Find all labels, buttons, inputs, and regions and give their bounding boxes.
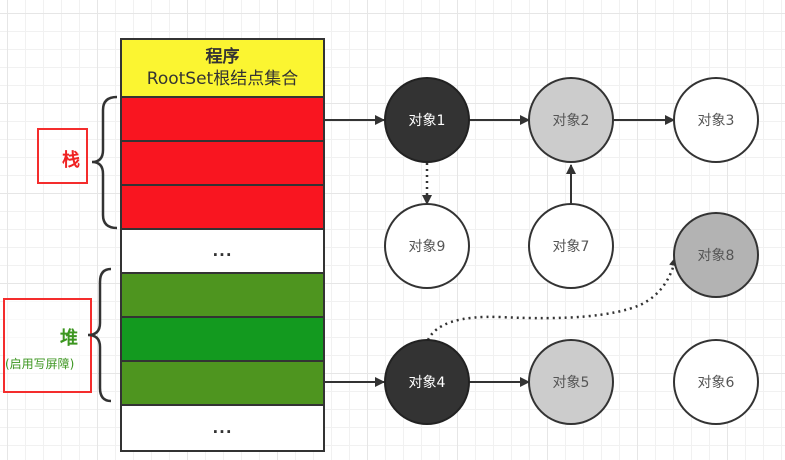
heap-brace [87,267,112,403]
node-label: 对象9 [409,239,446,255]
node-circle [673,339,759,425]
heap-row-1 [122,274,323,318]
node-circle [384,77,470,163]
node-label: 对象3 [698,113,735,129]
node-label: 对象8 [698,248,735,264]
ellipsis-row: ... [122,406,323,450]
root-set-title: 程序 [205,47,240,67]
object-node-6[interactable]: 对象6 [673,339,759,425]
root-set-column: 程序 RootSet根结点集合 ... ... [120,38,325,452]
node-label: 对象6 [698,375,735,391]
node-circle [528,339,614,425]
edge-obj4-to-obj8 [426,256,679,341]
stack-label-box: 栈 [37,128,88,184]
heap-note: (启用写屏障) [5,357,75,371]
heap-row-3 [122,362,323,406]
heap-row-2 [122,318,323,362]
stack-brace [91,95,118,230]
node-circle [384,203,470,289]
heap-label-box: 堆 (启用写屏障) [3,298,92,393]
node-circle [528,77,614,163]
object-node-1[interactable]: 对象1 [384,77,470,163]
stack-row-1 [122,98,323,142]
node-label: 对象1 [409,113,446,129]
stack-label: 栈 [62,150,80,171]
root-set-subtitle: RootSet根结点集合 [146,69,299,89]
node-circle [528,203,614,289]
node-label: 对象7 [553,239,590,255]
root-set-header: 程序 RootSet根结点集合 [122,40,323,98]
node-circle [673,212,759,298]
object-node-8[interactable]: 对象8 [673,212,759,298]
heap-label: 堆 [60,328,78,349]
object-node-9[interactable]: 对象9 [384,203,470,289]
stack-row-3 [122,186,323,230]
node-circle [384,339,470,425]
object-node-7[interactable]: 对象7 [528,203,614,289]
object-node-2[interactable]: 对象2 [528,77,614,163]
object-node-5[interactable]: 对象5 [528,339,614,425]
node-label: 对象4 [409,375,446,391]
node-label: 对象5 [553,375,590,391]
ellipsis-row: ... [122,230,323,274]
object-node-4[interactable]: 对象4 [384,339,470,425]
object-node-3[interactable]: 对象3 [673,77,759,163]
stack-row-2 [122,142,323,186]
node-circle [673,77,759,163]
node-label: 对象2 [553,113,590,129]
